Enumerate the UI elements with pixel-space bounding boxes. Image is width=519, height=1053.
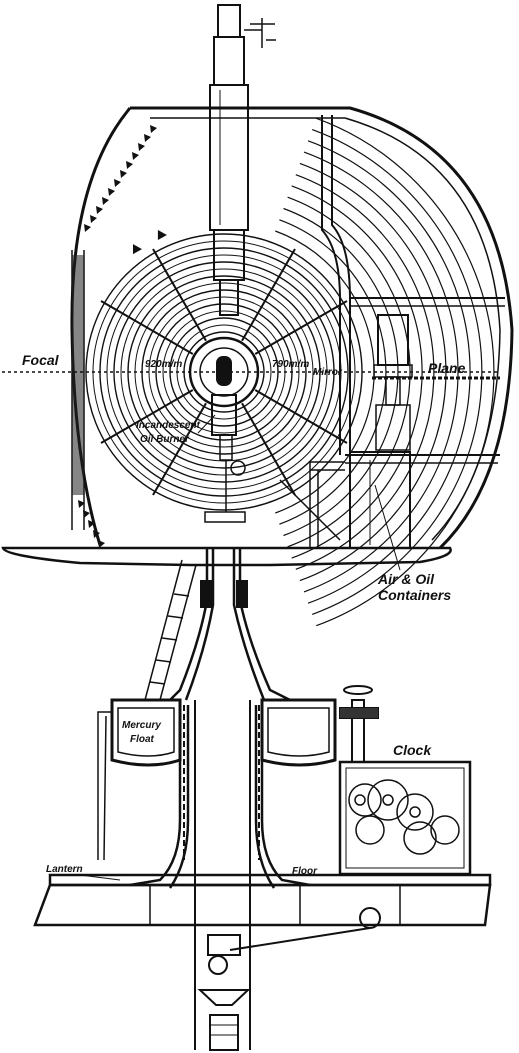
clock-winding-post <box>351 699 365 763</box>
drive-cable <box>229 927 371 951</box>
counterweight <box>209 1014 239 1051</box>
mercury-float-right <box>260 698 337 767</box>
weight-pulley-block <box>207 934 241 956</box>
prism-tooth <box>150 125 157 133</box>
weight-pulley <box>208 955 228 975</box>
mercury-float-left-inner <box>117 707 175 757</box>
label-containers-1: Air & Oil <box>377 571 435 587</box>
prism-tooth <box>84 224 91 232</box>
clock-gears <box>348 779 460 855</box>
air-cylinder-collar <box>373 364 413 378</box>
clock-case <box>338 760 472 876</box>
lens-spokes <box>100 248 348 496</box>
label-mirror: Mirror <box>313 367 343 378</box>
prism-tooth <box>88 520 95 528</box>
prism-tooth <box>108 188 115 196</box>
prism-tooth <box>138 143 145 151</box>
lens-spoke <box>241 402 296 496</box>
prism-tooth <box>133 244 142 255</box>
lens-housing-inner <box>150 117 501 541</box>
prism-tooth <box>78 500 85 508</box>
weight-hopper <box>197 989 251 1006</box>
lens-outer-arc <box>279 219 387 525</box>
support-cone-right <box>232 548 291 702</box>
pedestal-coupling-left <box>200 580 212 608</box>
chimney-pipe <box>213 36 245 86</box>
lens-spoke <box>254 300 348 355</box>
lens-spoke <box>100 300 194 355</box>
label-focal: Focal <box>22 352 60 368</box>
clock-winding-handle <box>343 685 373 695</box>
air-cylinder-base <box>375 404 411 451</box>
clock-case-inner <box>345 767 465 869</box>
prism-tooth <box>90 215 97 223</box>
label-dim-right: 790m/m <box>272 359 309 370</box>
lens-spoke <box>254 389 348 444</box>
prism-tooth <box>102 197 109 205</box>
burner-base <box>211 394 237 436</box>
lens-ring <box>148 296 300 448</box>
prism-tooth <box>157 230 167 240</box>
lens-outer-arc <box>307 140 471 604</box>
label-containers-2: Containers <box>378 587 451 603</box>
lens-spoke <box>100 389 194 444</box>
lens-outer-arc <box>295 174 435 570</box>
label-float-1: Mercury <box>122 720 161 731</box>
lantern-pointer <box>79 874 121 881</box>
prism-tooth <box>126 161 133 169</box>
access-ladder <box>144 559 197 701</box>
oil-pipe-loop <box>279 461 345 548</box>
prism-tooth <box>132 152 139 160</box>
lens-outer-arc <box>283 207 399 537</box>
prism-tooth <box>96 206 103 214</box>
label-floor: Floor <box>292 866 318 877</box>
mercury-float-right-inner <box>267 707 330 757</box>
label-burner-2: Oil Burner <box>140 434 190 445</box>
lantern-floor-slab <box>33 883 492 927</box>
burner-mantle <box>216 356 232 386</box>
vertical-pipe-right <box>321 115 351 455</box>
pedestal-flare-right <box>254 705 311 889</box>
lens-spoke <box>152 402 207 496</box>
label-plane: Plane <box>428 360 466 376</box>
burner-support <box>204 511 246 523</box>
burner-fitting <box>219 434 233 461</box>
burner-pointer <box>197 414 216 434</box>
support-cone-left <box>169 548 215 701</box>
prism-tooth <box>144 134 151 142</box>
prism-tooth <box>114 179 121 187</box>
label-float-2: Float <box>130 734 155 745</box>
chimney-top-cap <box>217 4 241 38</box>
lens-outer-arc <box>311 129 483 615</box>
label-burner-1: Incandescent <box>136 420 201 431</box>
label-dim-left: 920m/m <box>145 359 182 370</box>
lens-spoke <box>152 248 207 342</box>
label-clock: Clock <box>393 742 432 758</box>
lens-spoke <box>241 248 296 342</box>
burner-valve-coil <box>230 460 246 476</box>
float-pipe-left <box>97 711 112 861</box>
chimney-lower <box>219 279 239 316</box>
lantern-deck-plate <box>1 546 452 567</box>
chimney-bracket <box>244 18 276 48</box>
pedestal-coupling-right <box>236 580 248 608</box>
containers-pointer <box>374 484 401 571</box>
clock-drive-wheel <box>340 708 378 718</box>
label-lantern: Lantern <box>46 864 83 875</box>
prism-tooth <box>120 170 127 178</box>
lens-outer-arc <box>316 117 495 627</box>
housing-panel-left <box>72 255 84 495</box>
mercury-float-left <box>110 698 182 767</box>
